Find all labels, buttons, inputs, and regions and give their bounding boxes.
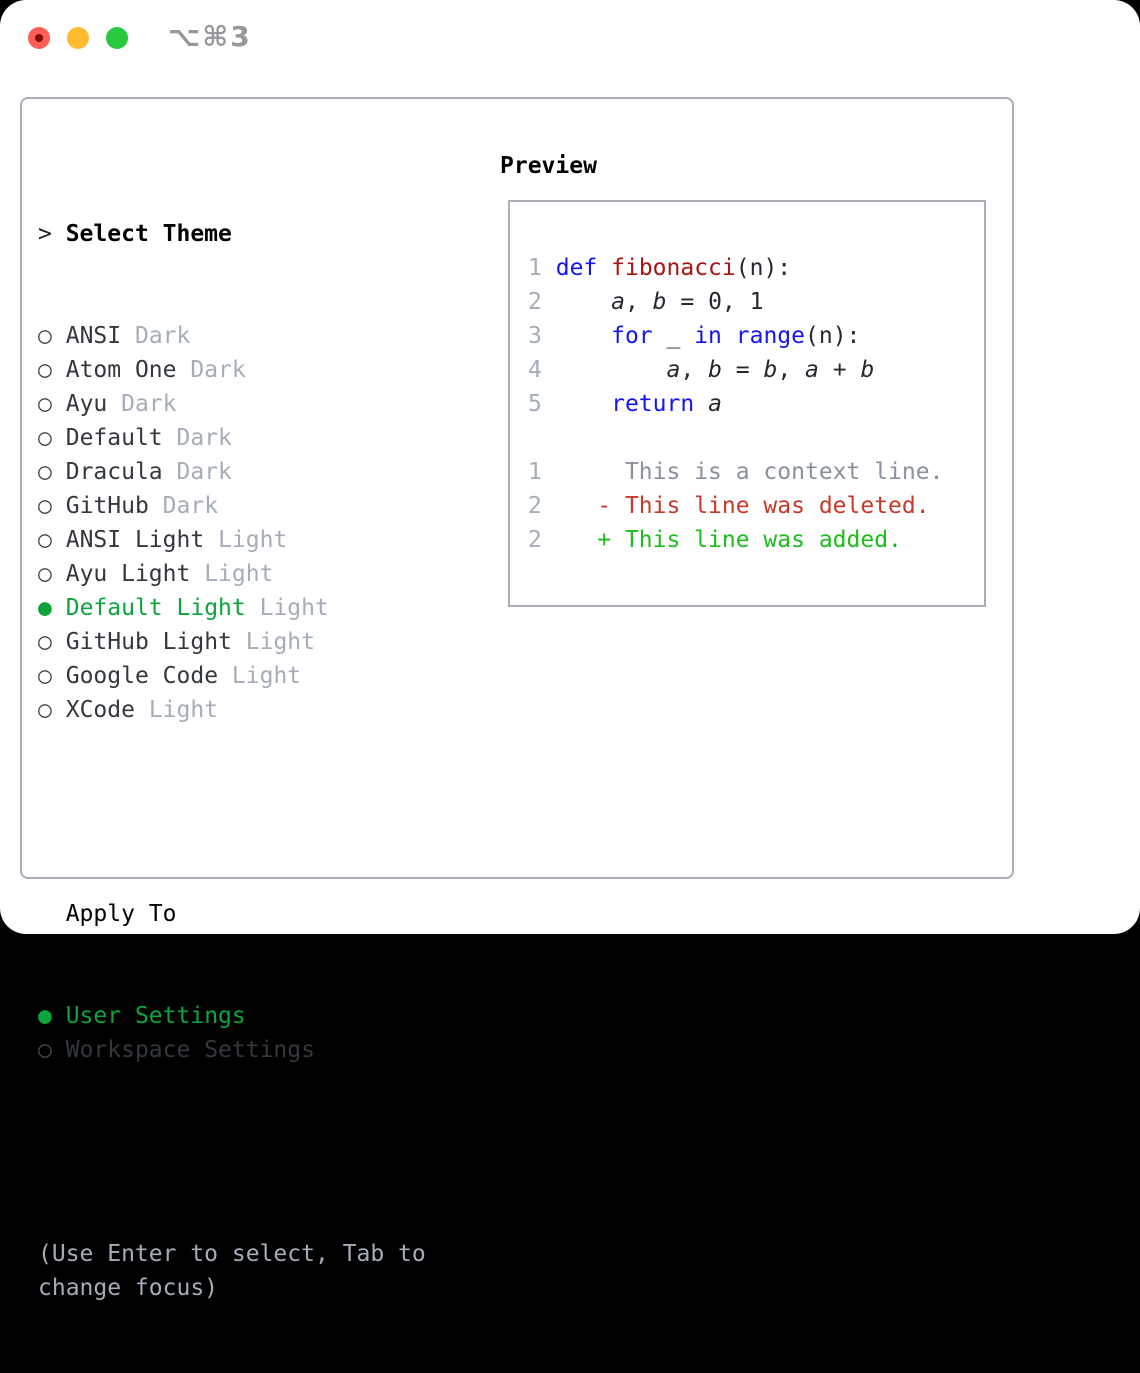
- theme-variant: Light: [245, 629, 315, 655]
- hint-text: (Use Enter to select, Tab to change focus…: [38, 1237, 426, 1305]
- radio-icon: ○: [38, 391, 52, 417]
- theme-name: XCode: [65, 697, 135, 723]
- line-number: 1: [528, 255, 542, 281]
- theme-option[interactable]: ○ GitHub Light Light: [38, 625, 426, 659]
- line-number: 3: [528, 323, 542, 349]
- apply-to-list: ● User Settings○ Workspace Settings: [38, 999, 426, 1067]
- apply-to-option[interactable]: ○ Workspace Settings: [38, 1033, 426, 1067]
- radio-icon: ○: [38, 459, 52, 485]
- theme-option[interactable]: ○ Default Dark: [38, 421, 426, 455]
- diff-marker: +: [597, 527, 625, 553]
- theme-name: ANSI: [65, 323, 122, 349]
- theme-name: Ayu: [65, 391, 108, 417]
- theme-name: Default Light: [65, 595, 246, 621]
- diff-marker: -: [597, 493, 625, 519]
- theme-name: Google Code: [65, 663, 219, 689]
- app-window: ⌥⌘3 > Select Theme ○ ANSI Dark○ Atom One…: [0, 0, 1140, 1301]
- select-theme-heading: > Select Theme: [38, 217, 426, 251]
- line-number: 2: [528, 527, 542, 553]
- theme-option[interactable]: ○ Ayu Light Light: [38, 557, 426, 591]
- line-number: 2: [528, 289, 542, 315]
- apply-to-heading: Apply To: [65, 901, 177, 927]
- diff-preview: 1 This is a context line.2 - This line w…: [528, 455, 984, 557]
- theme-option[interactable]: ○ Dracula Dark: [38, 455, 426, 489]
- line-number: 2: [528, 493, 542, 519]
- diff-marker: [597, 459, 625, 485]
- radio-icon: ○: [38, 323, 52, 349]
- theme-variant: Dark: [190, 357, 246, 383]
- preview-heading: Preview: [500, 153, 597, 179]
- radio-icon: ●: [38, 595, 52, 621]
- theme-variant: Light: [148, 697, 219, 723]
- apply-to-label: Workspace Settings: [65, 1037, 315, 1063]
- diff-line: 2 - This line was deleted.: [528, 489, 984, 523]
- theme-option[interactable]: ● Default Light Light: [38, 591, 426, 625]
- theme-name: ANSI Light: [65, 527, 205, 553]
- theme-option[interactable]: ○ Ayu Dark: [38, 387, 426, 421]
- radio-icon: ○: [38, 527, 52, 553]
- line-number: 4: [528, 357, 542, 383]
- close-button[interactable]: [28, 27, 50, 49]
- theme-option[interactable]: ○ ANSI Light Light: [38, 523, 426, 557]
- diff-text: This line was added.: [624, 527, 902, 553]
- theme-option[interactable]: ○ Google Code Light: [38, 659, 426, 693]
- code-line: 1 def fibonacci(n):: [528, 255, 792, 281]
- radio-icon: ○: [38, 357, 52, 383]
- preview-box: 1 def fibonacci(n): 2 a, b = 0, 1 3 for _ …: [508, 200, 986, 607]
- hint-line: change focus): [38, 1275, 219, 1301]
- theme-variant: Dark: [176, 459, 232, 485]
- theme-variant: Dark: [121, 391, 177, 417]
- diff-text: This is a context line.: [624, 459, 944, 485]
- radio-icon: ○: [38, 663, 52, 689]
- theme-name: Dracula: [65, 459, 163, 485]
- code-line: 2 a, b = 0, 1: [528, 289, 764, 315]
- radio-icon: ●: [38, 1003, 52, 1029]
- diff-line: 1 This is a context line.: [528, 455, 984, 489]
- hint-line: (Use Enter to select, Tab to: [38, 1241, 426, 1267]
- apply-to-label: User Settings: [65, 1003, 246, 1029]
- diff-text: This line was deleted.: [624, 493, 930, 519]
- theme-variant: Light: [218, 527, 288, 553]
- line-number: 1: [528, 459, 542, 485]
- theme-list: ○ ANSI Dark○ Atom One Dark○ Ayu Dark○ De…: [38, 319, 426, 727]
- code-line: 5 return a: [528, 391, 722, 417]
- theme-variant: Light: [204, 561, 274, 587]
- theme-name: Default: [65, 425, 163, 451]
- theme-variant: Light: [259, 595, 329, 621]
- radio-icon: ○: [38, 561, 52, 587]
- radio-icon: ○: [38, 425, 52, 451]
- theme-selector-column: > Select Theme ○ ANSI Dark○ Atom One Dar…: [38, 149, 426, 1373]
- code-line: 3 for _ in range(n):: [528, 323, 861, 349]
- theme-variant: Light: [231, 663, 302, 689]
- select-theme-title: Select Theme: [65, 221, 232, 247]
- line-number: 5: [528, 391, 542, 417]
- theme-variant: Dark: [134, 323, 191, 349]
- theme-name: GitHub Light: [65, 629, 232, 655]
- zoom-button[interactable]: [106, 27, 128, 49]
- theme-name: Ayu Light: [65, 561, 191, 587]
- theme-name: GitHub: [65, 493, 149, 519]
- code-preview: 1 def fibonacci(n): 2 a, b = 0, 1 3 for _ …: [528, 251, 984, 421]
- radio-icon: ○: [38, 1037, 52, 1063]
- theme-option[interactable]: ○ ANSI Dark: [38, 319, 426, 353]
- theme-option[interactable]: ○ GitHub Dark: [38, 489, 426, 523]
- apply-to-option[interactable]: ● User Settings: [38, 999, 426, 1033]
- radio-icon: ○: [38, 629, 52, 655]
- theme-option[interactable]: ○ Atom One Dark: [38, 353, 426, 387]
- radio-icon: ○: [38, 697, 52, 723]
- diff-line: 2 + This line was added.: [528, 523, 984, 557]
- minimize-button[interactable]: [67, 27, 89, 49]
- code-line: 4 a, b = b, a + b: [528, 357, 875, 383]
- theme-name: Atom One: [65, 357, 177, 383]
- theme-option[interactable]: ○ XCode Light: [38, 693, 426, 727]
- close-dot-icon: [35, 34, 43, 42]
- theme-variant: Dark: [176, 425, 232, 451]
- caret-icon: >: [38, 221, 66, 247]
- radio-icon: ○: [38, 493, 52, 519]
- theme-variant: Dark: [162, 493, 219, 519]
- window-shortcut-label: ⌥⌘3: [168, 20, 252, 53]
